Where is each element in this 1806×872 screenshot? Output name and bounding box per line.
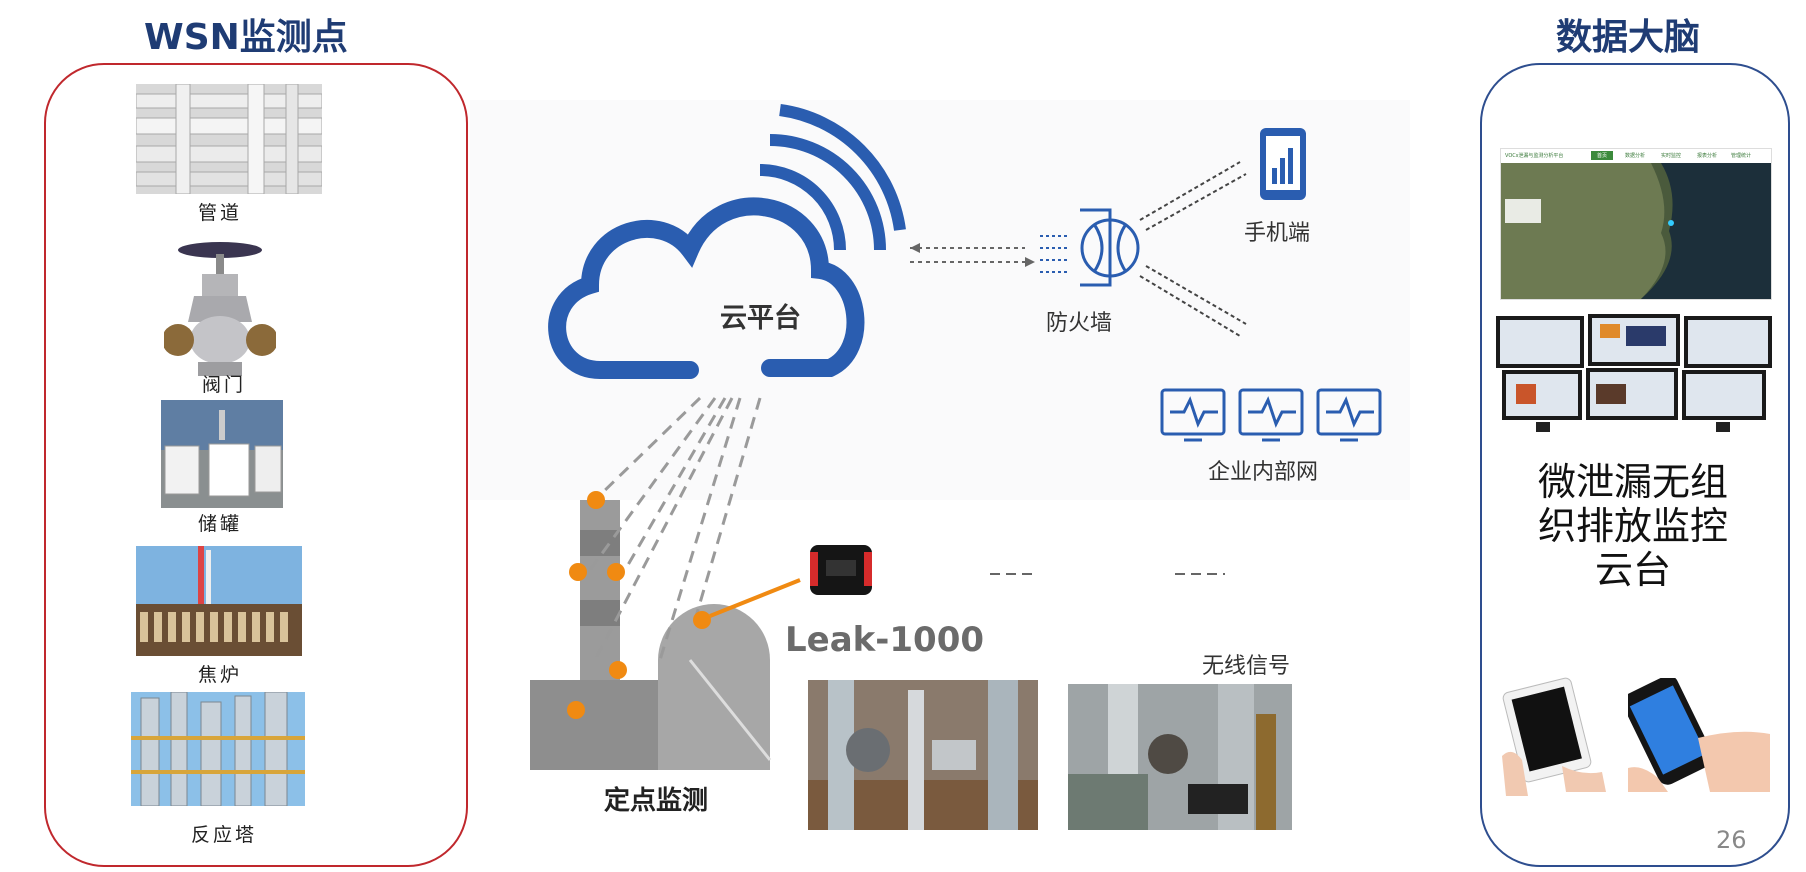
architecture-diagram [470,100,1410,770]
intranet-label: 企业内部网 [1208,460,1319,485]
platform-line-1: 微泄漏无组 [1537,460,1728,504]
dashboard-tab-stats[interactable]: 管理统计 [1731,153,1752,159]
dashboard-tab-home[interactable]: 首页 [1591,151,1614,160]
item-label-reaction-tower: 反应塔 [190,824,257,846]
signal-icon [759,104,906,251]
page-number: 26 [1716,826,1747,854]
dashboard-map-screenshot: VOCs泄漏与监测分析平台 首页 数据分析 实时监控 报表分析 管理统计 [1500,148,1772,300]
item-label-pipes: 管道 [197,202,242,224]
monitor-wall-screenshot [1496,314,1772,434]
dashboard-tab-monitor[interactable]: 实时监控 [1661,153,1682,159]
platform-line-3: 云台 [1594,548,1671,592]
intranet-monitors-icon [1160,388,1382,442]
wireless-label: 无线信号 [1202,654,1291,679]
dashboard-title: VOCs泄漏与监测分析平台 [1505,153,1564,159]
field-photo-2-icon [1068,684,1292,830]
mobile-icon [1260,128,1306,200]
data-brain-title: 数据大脑 [1556,17,1701,58]
reaction-tower-photo-icon [131,692,305,806]
cloud-platform-label: 云平台 [720,303,801,334]
pipes-photo-icon [136,84,322,194]
item-label-valve: 阀门 [201,374,246,396]
phone-hand-icon [1622,675,1770,792]
plant-icon [530,500,772,770]
valve-photo-icon [164,240,276,378]
item-label-tanks: 储罐 [197,513,242,535]
leak-device-icon [810,545,872,595]
item-label-coke-oven: 焦炉 [197,664,242,686]
firewall-label: 防火墙 [1046,311,1113,336]
cloud-icon [548,197,865,379]
storage-tanks-photo-icon [161,400,283,508]
platform-line-2: 织排放监控 [1537,504,1728,548]
firewall-icon [1080,208,1140,287]
coke-oven-photo-icon [136,546,302,656]
mobile-label: 手机端 [1244,221,1311,246]
tablet-hand-icon [1502,676,1608,798]
field-photo-1-icon [808,680,1038,830]
dashboard-tab-analysis[interactable]: 数据分析 [1625,153,1646,159]
dashboard-tab-report[interactable]: 报表分析 [1697,153,1718,159]
fixed-point-label: 定点监测 [604,786,709,816]
device-label: Leak-1000 [785,620,985,660]
wsn-title: WSN监测点 [144,17,348,58]
